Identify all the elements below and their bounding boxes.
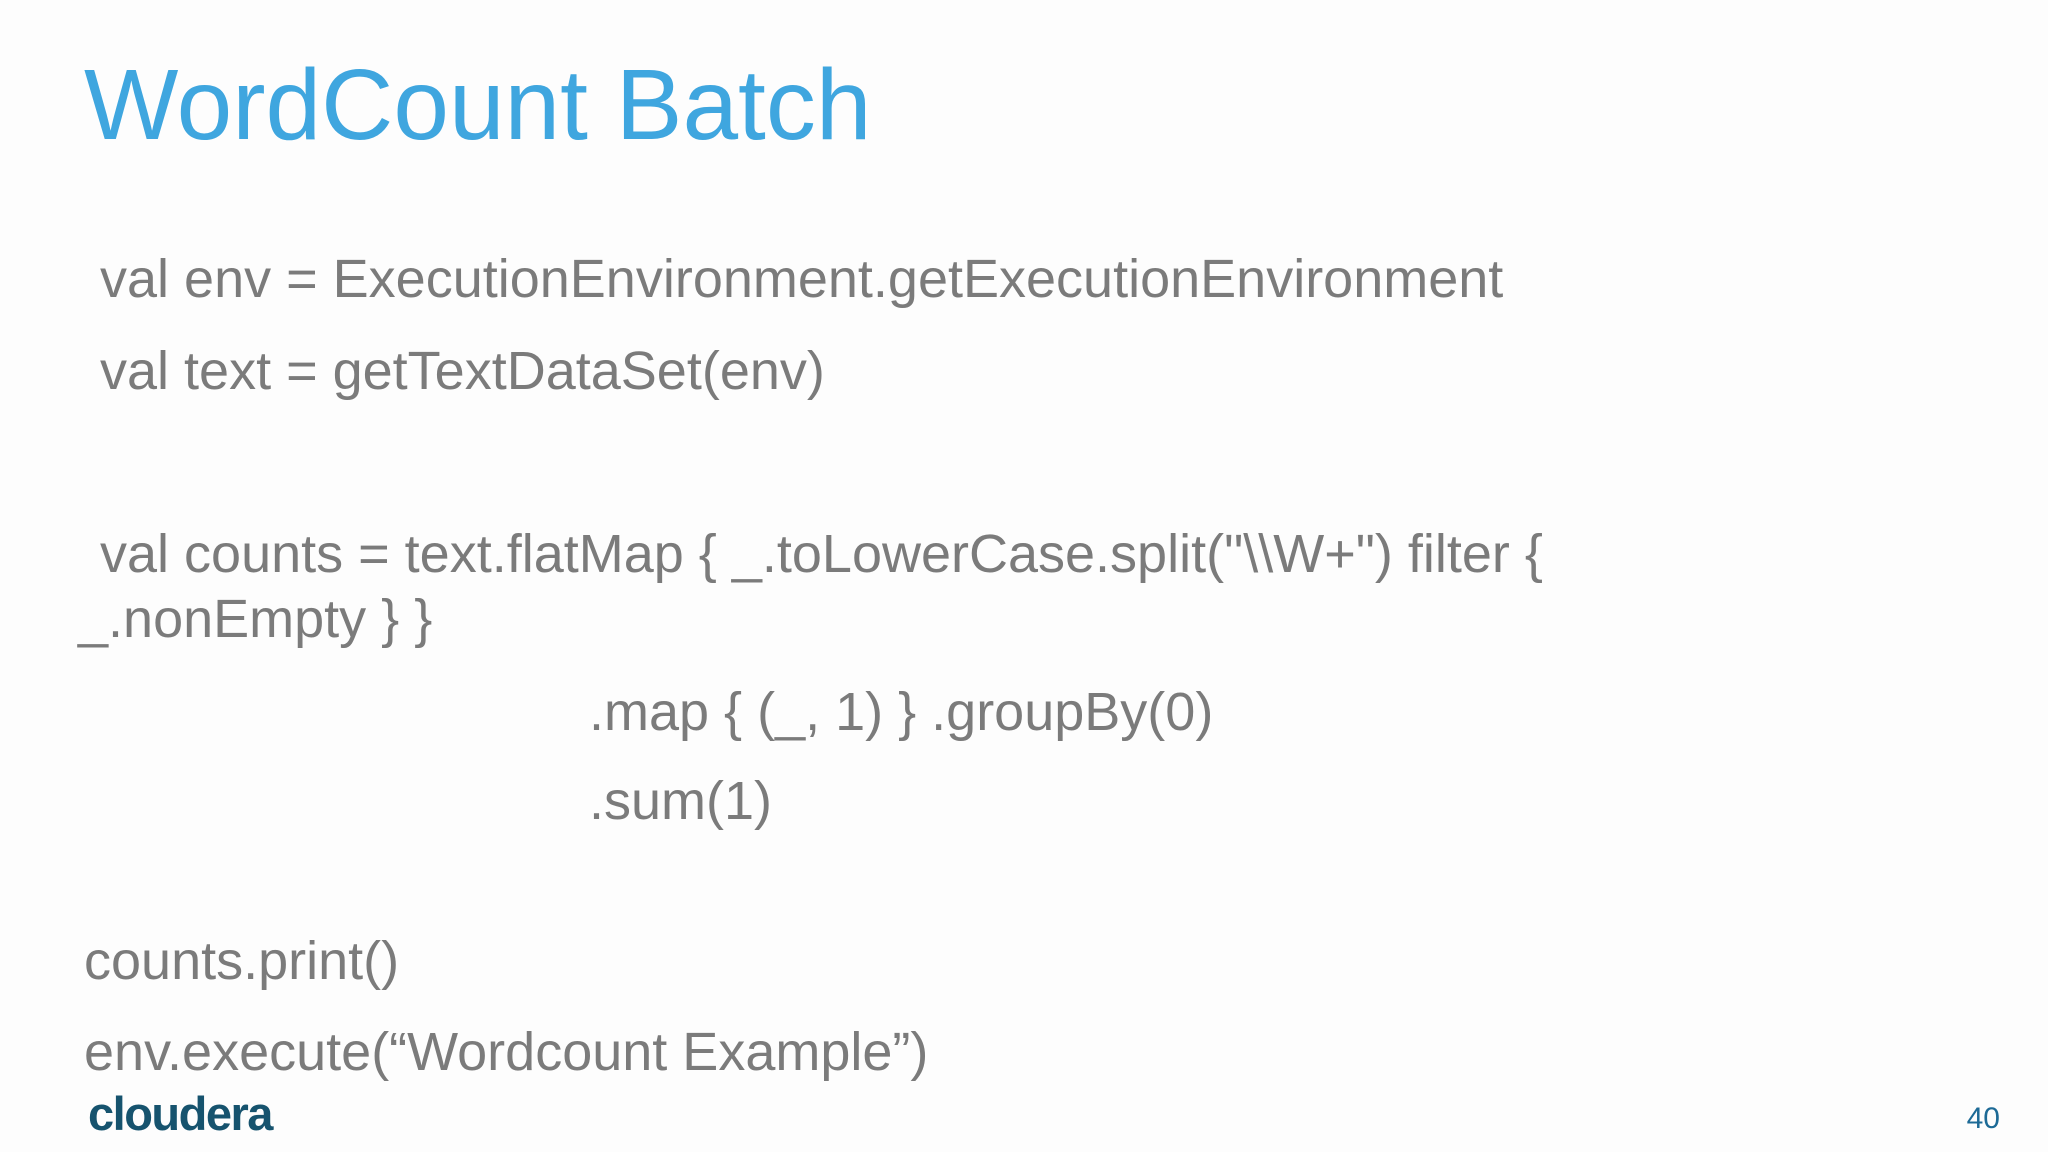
code-line-nonempty-wrap: _.nonEmpty } } [78, 589, 433, 649]
code-line-map-groupby: .map { (_, 1) } .groupBy(0) [589, 682, 1214, 742]
code-line-val-env: val env = ExecutionEnvironment.getExecut… [85, 249, 1504, 309]
code-line-counts-print: counts.print() [84, 931, 400, 991]
page-number: 40 [1966, 1102, 2000, 1135]
code-line-sum: .sum(1) [589, 771, 773, 831]
cloudera-logo: cloudera [88, 1087, 273, 1140]
code-line-val-text: val text = getTextDataSet(env) [85, 341, 825, 401]
code-line-val-counts: val counts = text.flatMap { _.toLowerCas… [85, 524, 1543, 584]
slide-title: WordCount Batch [84, 49, 872, 161]
code-line-env-execute: env.execute(“Wordcount Example”) [84, 1022, 929, 1082]
